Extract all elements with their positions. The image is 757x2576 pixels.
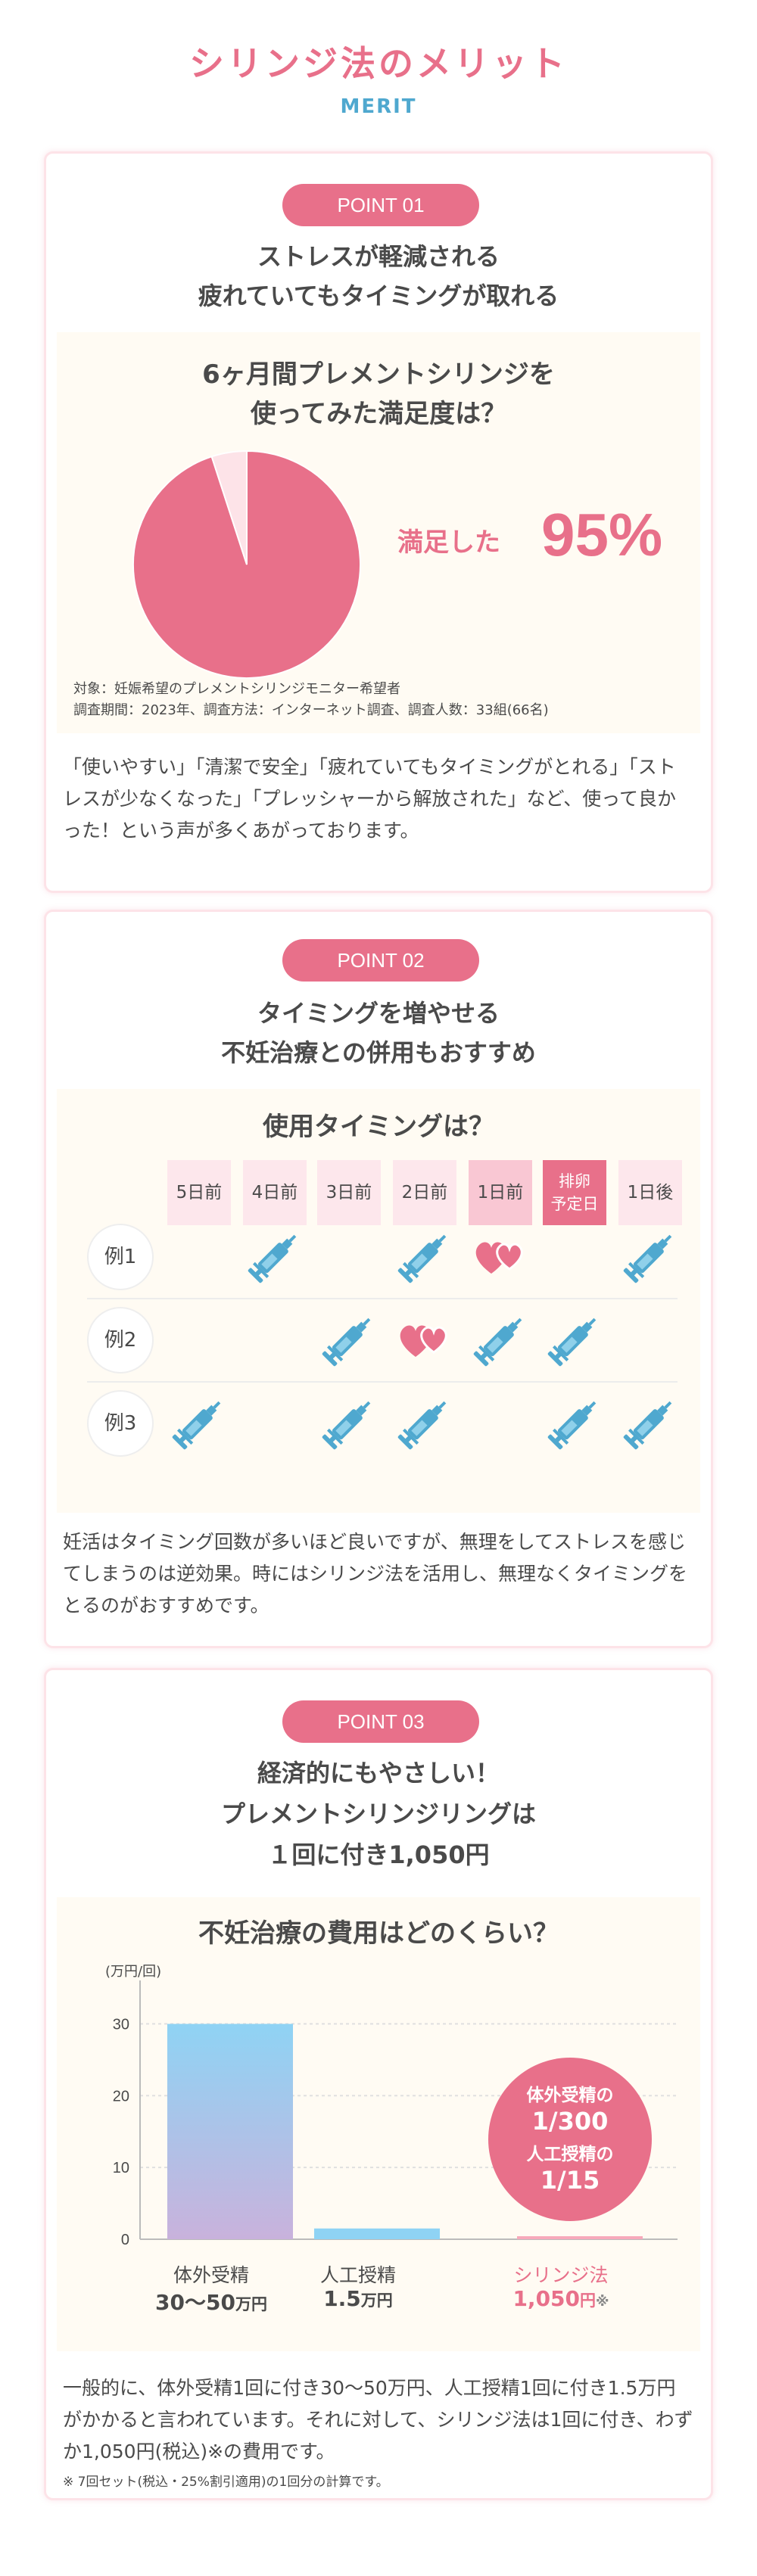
y-axis-label: (万円/回) xyxy=(105,1964,161,1980)
bar-price-syringe: 1,050円※ xyxy=(512,2286,609,2311)
syringe-icon xyxy=(317,1390,381,1455)
point-01-body: 「使いやすい」「清潔で安全」「疲れていてもタイミングがとれる」「ストレスが少なく… xyxy=(63,756,677,842)
bar-category-syringe: シリンジ法 xyxy=(513,2264,609,2286)
syringe-icon xyxy=(167,1390,231,1455)
day-header-5: 排卵 予定日 xyxy=(543,1160,606,1225)
day-header-3: 2日前 xyxy=(393,1160,456,1225)
point-01-title-line2: 疲れていてもタイミングが取れる xyxy=(198,282,559,310)
bar-category-ivf: 体外受精 xyxy=(173,2264,249,2286)
satisfaction-title-line2: 使ってみた満足度は？ xyxy=(250,399,507,429)
example-2-label: 例2 xyxy=(87,1307,154,1374)
point-02-title-line1: タイミングを増やせる xyxy=(257,999,500,1028)
point-03-card: POINT 03 経済的にもやさしい！ プレメントシリンジリングは １回に付き1… xyxy=(44,1668,713,2500)
cost-bar-0 xyxy=(167,2024,293,2239)
point-01-card: POINT 01 ストレスが軽減される 疲れていてもタイミングが取れる 6ヶ月間… xyxy=(44,151,713,893)
ratio-bubble: 体外受精の 1/300 人工授精の 1/15 xyxy=(488,2058,652,2221)
y-tick-label: 20 xyxy=(113,2088,129,2105)
example-1-label: 例1 xyxy=(87,1224,154,1290)
cost-bar-chart: (万円/回) 0 10 20 30 xyxy=(105,1964,678,2248)
bubble-line1: 体外受精の xyxy=(526,2086,614,2105)
satisfied-label: 満足した xyxy=(397,527,500,558)
syringe-icon xyxy=(469,1307,532,1372)
point-02-title-line2: 不妊治療との併用もおすすめ xyxy=(221,1038,536,1067)
syringe-icon xyxy=(618,1224,682,1289)
survey-target: 対象：妊娠希望のプレメントシリンジモニター希望者 xyxy=(73,681,400,697)
cost-bar-1 xyxy=(314,2228,440,2239)
syringe-icon xyxy=(317,1307,381,1372)
syringe-icon xyxy=(243,1224,307,1289)
hearts-icon xyxy=(393,1307,456,1372)
satisfaction-panel: 6ヶ月間プレメントシリンジを 使ってみた満足度は？ 満足した 95% 対象：妊娠… xyxy=(57,332,700,733)
day-header-2: 3日前 xyxy=(317,1160,381,1225)
point-03-badge: POINT 03 xyxy=(282,1700,479,1743)
point-02-body: 妊活はタイミング回数が多いほど良いですが、無理をしてストレスを感じてしまうのは逆… xyxy=(63,1531,688,1616)
point-01-title-line1: ストレスが軽減される xyxy=(257,242,500,271)
cost-title: 不妊治療の費用はどのくらい？ xyxy=(198,1918,559,1949)
point-03-title-line2: プレメントシリンジリングは xyxy=(220,1800,536,1828)
syringe-icon xyxy=(543,1390,606,1455)
cost-panel: 不妊治療の費用はどのくらい？ (万円/回) 0 10 20 30 体外受精の 1/300… xyxy=(57,1897,700,2351)
day-header-0: 5日前 xyxy=(167,1160,231,1225)
point-03-title-line1: 経済的にもやさしい！ xyxy=(257,1759,500,1787)
syringe-icon xyxy=(618,1390,682,1455)
bar-price-iui: 1.5万円 xyxy=(323,2286,393,2311)
point-03-body: 一般的に、体外受精1回に付き30〜50万円、人工授精1回に付き1.5万円がかかる… xyxy=(63,2377,693,2462)
example-3-label: 例3 xyxy=(87,1390,154,1457)
pie-slice-other xyxy=(210,450,248,565)
satisfaction-title-line1: 6ヶ月間プレメントシリンジを xyxy=(202,359,555,390)
y-tick-label: 0 xyxy=(121,2232,129,2248)
y-tick-label: 30 xyxy=(113,2016,129,2033)
day-header-4: 1日前 xyxy=(469,1160,532,1225)
bubble-line4: 1/15 xyxy=(540,2166,600,2195)
timing-title: 使用タイミングは？ xyxy=(263,1112,494,1142)
point-03-footnote: ※ 7回セット(税込・25%割引適用)の1回分の計算です。 xyxy=(63,2475,389,2490)
day-header-6: 1日後 xyxy=(618,1160,682,1225)
page-subtitle: MERIT xyxy=(340,95,417,118)
page-title: シリンジ法のメリット xyxy=(189,43,568,84)
point-01-badge: POINT 01 xyxy=(282,184,479,226)
point-03-title-line3: １回に付き1,050円 xyxy=(267,1840,490,1869)
satisfaction-pie-chart xyxy=(132,450,361,679)
y-tick-label: 10 xyxy=(113,2160,129,2176)
bubble-line2: 1/300 xyxy=(531,2107,609,2136)
row-divider xyxy=(87,1298,678,1299)
hearts-icon xyxy=(469,1224,532,1289)
bubble-line3: 人工授精の xyxy=(526,2145,614,2164)
point-02-card: POINT 02 タイミングを増やせる 不妊治療との併用もおすすめ 使用タイミン… xyxy=(44,910,713,1648)
syringe-icon xyxy=(543,1307,606,1372)
survey-method: 調査期間：2023年、調査方法：インターネット調査、調査人数：33組(66名) xyxy=(73,702,549,718)
syringe-icon xyxy=(393,1224,456,1289)
bar-category-iui: 人工授精 xyxy=(319,2264,396,2286)
satisfied-value: 95% xyxy=(541,501,663,568)
cost-bar-2 xyxy=(517,2236,643,2239)
day-header-1: 4日前 xyxy=(243,1160,307,1225)
point-02-badge: POINT 02 xyxy=(282,939,479,982)
bar-price-ivf: 30〜50万円 xyxy=(155,2290,267,2315)
row-divider xyxy=(87,1381,678,1383)
syringe-icon xyxy=(393,1390,456,1455)
